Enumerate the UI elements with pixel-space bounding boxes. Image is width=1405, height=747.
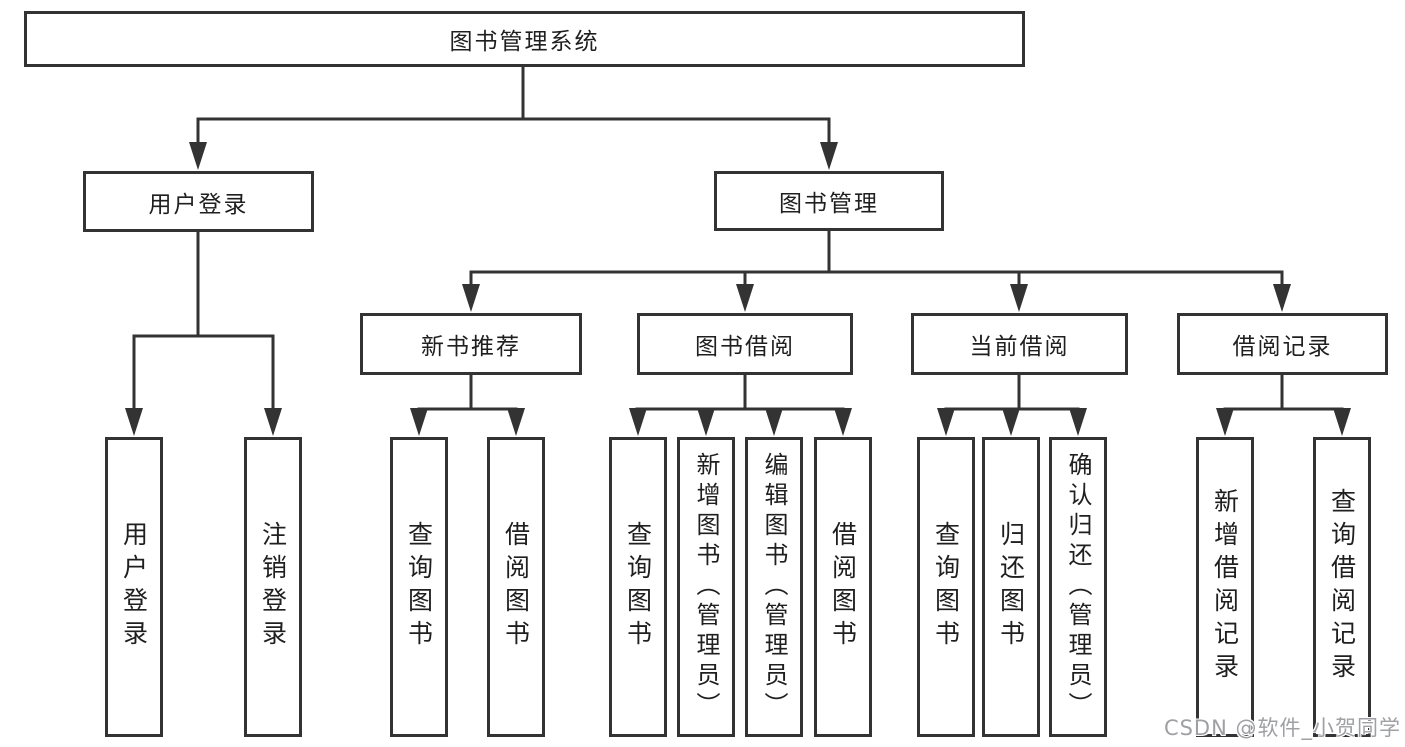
node-new-book-recommendation: 新书推荐: [360, 313, 582, 375]
node-book-management: 图书管理: [714, 171, 944, 231]
arrow-down-icon: [1002, 408, 1020, 436]
arrow-down-icon: [264, 408, 282, 436]
arrow-down-icon: [410, 408, 428, 436]
node-borrow-books-borrowing: 借阅图书: [814, 437, 872, 737]
node-library-system: 图书管理系统: [24, 11, 1025, 67]
node-label: 确认归还（管理员）: [1064, 452, 1092, 722]
node-query-books-borrowing: 查询图书: [609, 437, 667, 737]
arrow-down-icon: [736, 284, 754, 312]
node-label: 借阅图书: [828, 521, 858, 653]
node-label: 查询借阅记录: [1327, 488, 1357, 686]
node-query-books-recommend: 查询图书: [390, 437, 448, 737]
arrow-down-icon: [1333, 408, 1351, 436]
node-borrowing-records: 借阅记录: [1177, 313, 1388, 375]
node-user-login: 用户登录: [83, 171, 314, 232]
node-label: 新书推荐: [421, 334, 521, 360]
node-query-borrow-record: 查询借阅记录: [1313, 437, 1371, 737]
node-edit-books-admin: 编辑图书（管理员）: [745, 437, 803, 737]
node-logout: 注销登录: [244, 437, 302, 737]
arrow-down-icon: [507, 408, 525, 436]
csdn-watermark: CSDN @软件_小贺同学: [1163, 716, 1401, 740]
arrow-down-icon: [125, 408, 143, 436]
arrow-down-icons: [125, 142, 1351, 436]
node-label: 图书管理: [779, 191, 879, 217]
node-label: 查询图书: [623, 521, 653, 653]
node-label: 新增借阅记录: [1210, 488, 1240, 686]
node-label: 借阅图书: [501, 521, 531, 653]
node-label: 注销登录: [258, 521, 288, 653]
arrow-down-icon: [462, 284, 480, 312]
node-confirm-return-admin: 确认归还（管理员）: [1049, 437, 1107, 737]
arrow-down-icon: [834, 408, 852, 436]
arrow-down-icon: [189, 142, 207, 170]
arrow-down-icon: [1069, 408, 1087, 436]
node-label: 编辑图书（管理员）: [760, 452, 788, 722]
arrow-down-icon: [765, 408, 783, 436]
node-query-books-current: 查询图书: [917, 437, 975, 737]
node-add-books-admin: 新增图书（管理员）: [677, 437, 735, 737]
node-book-borrowing: 图书借阅: [637, 313, 853, 375]
node-label: 图书借阅: [695, 334, 795, 360]
node-label: 借阅记录: [1232, 334, 1333, 360]
node-label: 查询图书: [404, 521, 434, 653]
node-label: 用户登录: [119, 521, 149, 653]
node-label: 新增图书（管理员）: [692, 452, 720, 722]
node-label: 用户登录: [148, 191, 249, 218]
arrow-down-icon: [697, 408, 715, 436]
node-return-books: 归还图书: [982, 437, 1040, 737]
arrow-down-icon: [1216, 408, 1234, 436]
node-label: 归还图书: [996, 521, 1026, 653]
node-add-borrow-record: 新增借阅记录: [1196, 437, 1254, 737]
node-current-borrowing: 当前借阅: [911, 313, 1128, 375]
node-user-login-leaf: 用户登录: [105, 437, 163, 737]
arrow-down-icon: [937, 408, 955, 436]
node-label: 图书管理系统: [449, 29, 600, 55]
arrow-down-icon: [1273, 284, 1291, 312]
node-label: 查询图书: [931, 521, 961, 653]
node-borrow-books-recommend: 借阅图书: [487, 437, 545, 737]
node-label: 当前借阅: [969, 334, 1070, 360]
arrow-down-icon: [1010, 284, 1028, 312]
arrow-down-icon: [820, 142, 838, 170]
arrow-down-icon: [629, 408, 647, 436]
